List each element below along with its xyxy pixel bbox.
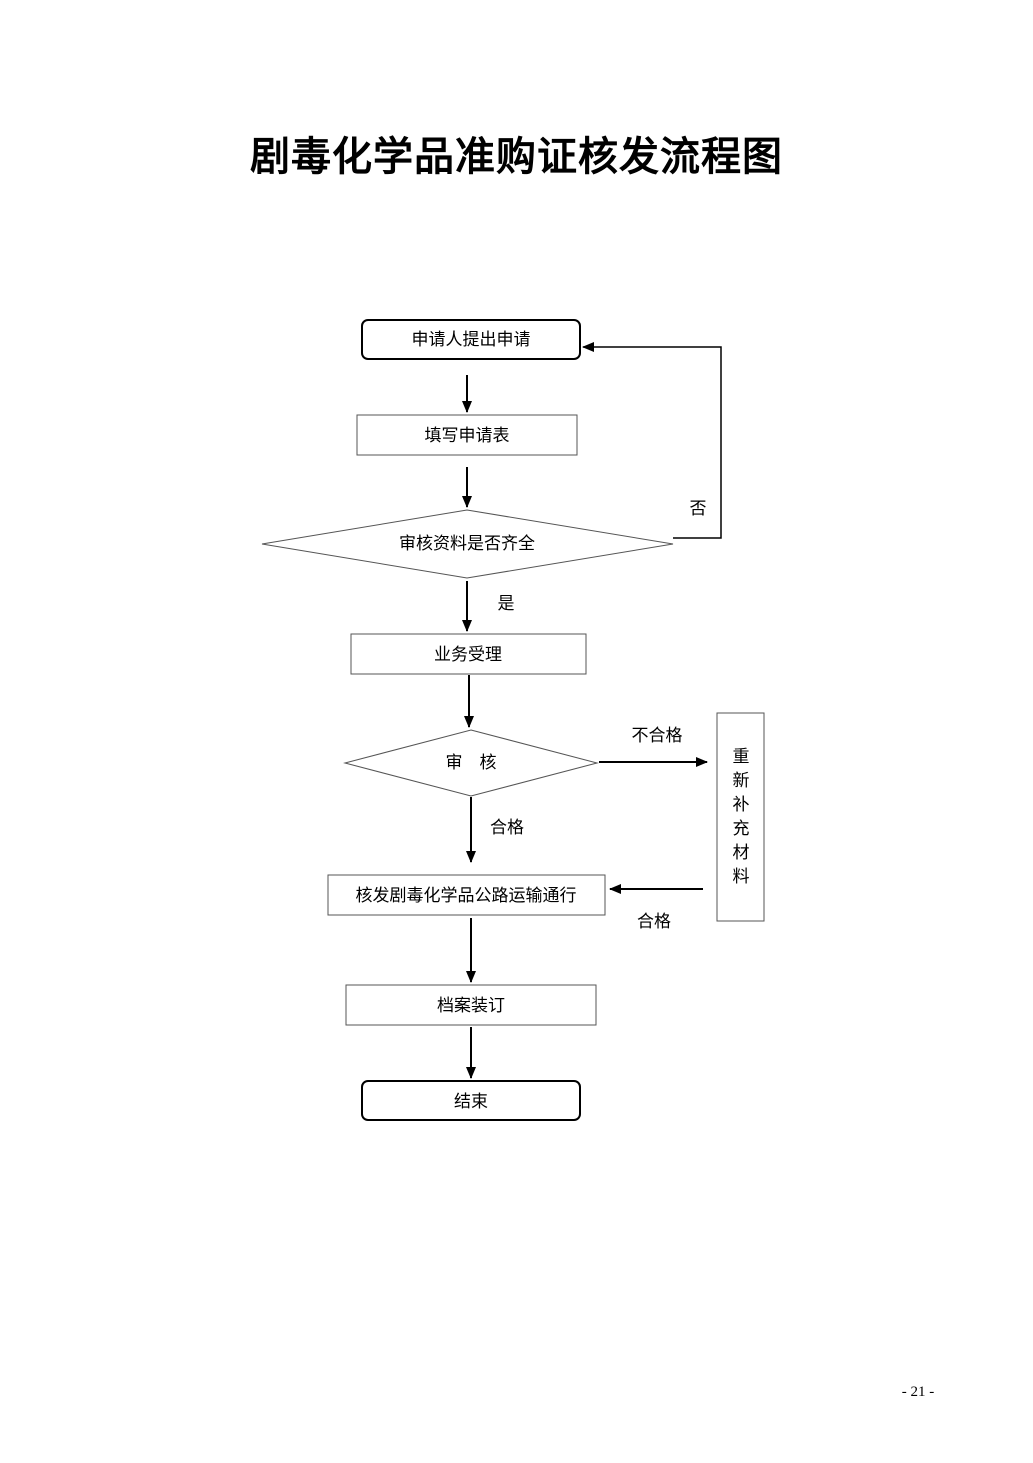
node-issue-label: 核发剧毒化学品公路运输通行 xyxy=(356,886,577,906)
node-end-label: 结束 xyxy=(454,1092,488,1112)
node-resupply-char: 重 xyxy=(733,747,750,767)
edge-label-fail: 不合格 xyxy=(632,726,683,746)
edge-check-no-to-apply xyxy=(582,342,722,539)
node-accept: 业务受理 xyxy=(350,633,587,675)
edge-label-yes: 是 xyxy=(498,594,515,614)
node-accept-label: 业务受理 xyxy=(434,645,502,665)
node-issue: 核发剧毒化学品公路运输通行 xyxy=(327,874,606,916)
node-check-docs-label: 审核资料是否齐全 xyxy=(399,534,535,554)
page-number: - 21 - xyxy=(901,1384,935,1400)
node-apply: 申请人提出申请 xyxy=(361,319,581,360)
node-resupply-char: 新 xyxy=(733,771,750,791)
node-fill-form-label: 填写申请表 xyxy=(425,426,510,446)
node-resupply-char: 补 xyxy=(733,795,750,815)
node-check-docs: 审核资料是否齐全 xyxy=(261,509,674,579)
node-archive: 档案装订 xyxy=(345,984,597,1026)
edge-label-pass: 合格 xyxy=(490,818,524,838)
node-resupply-char: 料 xyxy=(733,867,750,887)
page-title: 剧毒化学品准购证核发流程图 xyxy=(250,133,783,180)
node-end: 结束 xyxy=(361,1080,581,1121)
edge-label-no: 否 xyxy=(690,499,707,519)
node-apply-label: 申请人提出申请 xyxy=(412,330,531,350)
node-resupply: 重 新 补 充 材 料 xyxy=(716,712,765,922)
node-review-label: 审 核 xyxy=(446,753,497,773)
node-resupply-char: 材 xyxy=(733,843,750,863)
edge-label-pass-after-resupply: 合格 xyxy=(637,912,671,932)
node-review: 审 核 xyxy=(343,729,599,797)
node-resupply-char: 充 xyxy=(733,819,750,839)
node-archive-label: 档案装订 xyxy=(437,996,505,1016)
node-fill-form: 填写申请表 xyxy=(356,414,578,456)
